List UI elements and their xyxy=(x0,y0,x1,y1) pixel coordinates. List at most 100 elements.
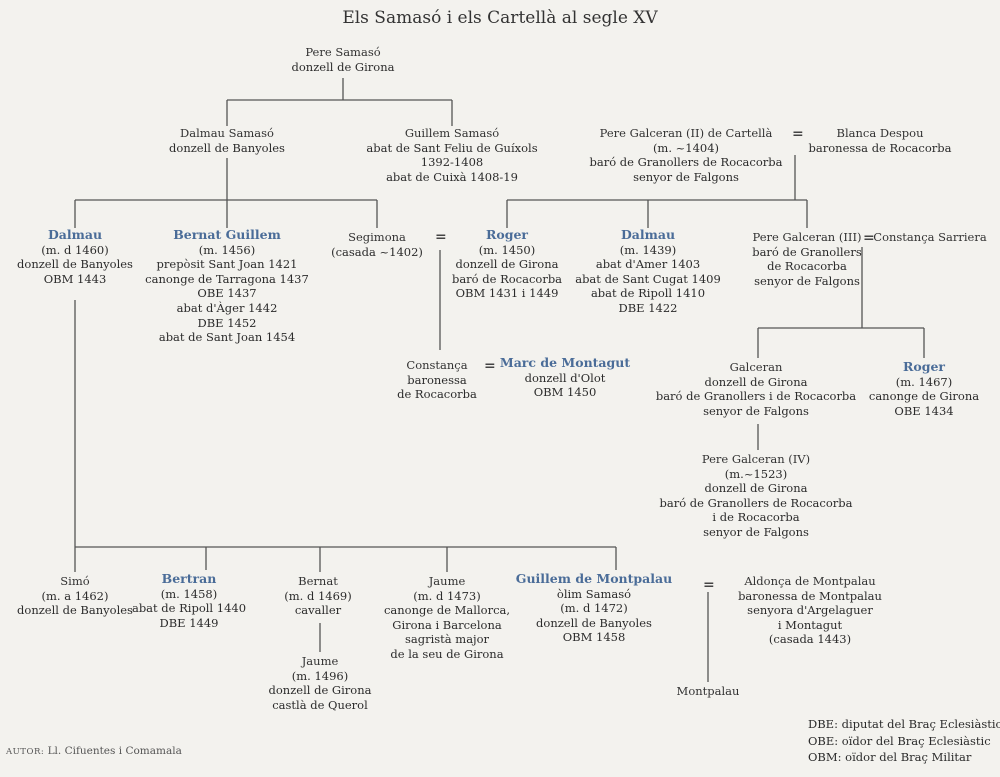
person-detail: baró de Granollers xyxy=(752,244,862,259)
person-detail: (m. 1450) xyxy=(478,242,536,257)
person-detail: canonge de Mallorca, xyxy=(383,603,511,618)
person-detail: senyora d'Argelaguer xyxy=(747,603,873,618)
person-detail: senyor de Falgons xyxy=(703,403,809,418)
person-name: Pere Galceran (II) de Cartellà xyxy=(599,126,773,140)
author-label: AUTOR: xyxy=(6,747,45,757)
person-detail: donzell de Banyoles xyxy=(169,140,285,155)
person-detail: (m. a 1462) xyxy=(41,588,109,603)
marriage-symbol: = xyxy=(484,358,496,374)
person-detail: de la seu de Girona xyxy=(390,646,504,661)
person-detail: senyor de Falgons xyxy=(703,524,809,539)
person-detail: de Rocacorba xyxy=(767,259,847,274)
person-name: Pere Galceran (IV) xyxy=(701,452,811,466)
person-detail: (m. 1467) xyxy=(895,374,953,389)
person-detail: baronessa xyxy=(407,372,467,387)
person-detail: Girona i Barcelona xyxy=(392,617,502,632)
person-name: Bertran xyxy=(161,571,217,586)
person-detail: donzell de Girona xyxy=(455,257,559,272)
marriage-symbol: = xyxy=(703,577,715,593)
person-detail: donzell de Girona xyxy=(704,374,808,389)
person-detail: OBM 1431 i 1449 xyxy=(455,286,559,301)
person-detail: abat de Cuixà 1408-19 xyxy=(386,169,518,184)
person-pere-galceran-ii: Pere Galceran (II) de Cartellà(m. ~1404)… xyxy=(590,126,783,184)
person-detail: 1392-1408 xyxy=(420,155,484,170)
person-detail: baró de Granollers de Rocacorba xyxy=(659,495,853,510)
person-name: Dalmau Samasó xyxy=(180,126,274,140)
person-detail: OBM 1450 xyxy=(533,385,597,400)
person-pere-galceran-iv: Pere Galceran (IV)(m.~1523)donzell de Gi… xyxy=(660,452,853,540)
legend-line: DBE: diputat del Braç Eclesiàstic xyxy=(808,717,1000,731)
person-detail: donzell de Girona xyxy=(704,481,808,496)
person-name: Roger xyxy=(902,359,946,374)
person-detail: (casada 1443) xyxy=(768,632,852,647)
person-detail: abat d'Amer 1403 xyxy=(595,257,701,272)
person-detail: baró de Granollers i de Rocacorba xyxy=(655,389,857,404)
person-detail: baronessa de Montpalau xyxy=(738,588,882,603)
person-detail: canonge de Girona xyxy=(868,389,980,404)
person-detail: abat de Ripoll 1440 xyxy=(131,601,247,616)
page-title: Els Samasó i els Cartellà al segle XV xyxy=(342,8,658,28)
person-name: Constança Sarriera xyxy=(873,230,987,244)
person-name: Dalmau xyxy=(47,227,103,242)
legend-line: OBE: oïdor del Braç Eclesiàstic xyxy=(808,733,991,748)
person-detail: senyor de Falgons xyxy=(754,273,860,288)
person-name: Roger xyxy=(485,227,529,242)
person-detail: OBE 1434 xyxy=(894,403,954,418)
person-detail: donzell de Banyoles xyxy=(17,257,133,272)
person-detail: donzell de Girona xyxy=(291,59,395,74)
person-detail: (m.~1523) xyxy=(724,466,788,481)
person-detail: (m. d 1472) xyxy=(560,601,628,616)
person-constanca-sarriera: Constança Sarriera xyxy=(873,230,986,245)
person-bernat-guillem: Bernat Guillem(m. 1456)prepòsit Sant Joa… xyxy=(145,227,309,345)
legend-line: OBM: oïdor del Braç Militar xyxy=(808,750,972,764)
person-detail: i Montagut xyxy=(777,617,843,632)
person-name: Segimona xyxy=(348,230,406,244)
person-simo: Simó(m. a 1462)donzell de Banyoles xyxy=(17,574,133,618)
person-detail: baronessa de Rocacorba xyxy=(808,140,952,155)
person-detail: castlà de Querol xyxy=(272,697,368,712)
person-detail: abat de Sant Cugat 1409 xyxy=(575,271,721,286)
person-detail: sagristà major xyxy=(404,632,490,647)
person-montpalau: Montpalau xyxy=(677,684,740,699)
person-detail: de Rocacorba xyxy=(397,387,477,402)
person-detail: òlim Samasó xyxy=(556,586,632,601)
person-detail: abat d'Àger 1442 xyxy=(176,300,278,315)
person-detail: baró de Rocacorba xyxy=(451,271,563,286)
person-name: Dalmau xyxy=(620,227,676,242)
person-name: Montpalau xyxy=(676,684,740,698)
person-detail: (m. d 1469) xyxy=(284,588,352,603)
marriage-symbol: = xyxy=(792,126,804,142)
author-name: Ll. Cifuentes i Comamala xyxy=(47,745,182,757)
person-detail: (m. 1458) xyxy=(160,586,218,601)
person-name: Aldonça de Montpalau xyxy=(744,574,876,588)
person-detail: OBM 1458 xyxy=(562,630,626,645)
person-detail: (m. 1456) xyxy=(198,242,256,257)
marriage-symbol: = xyxy=(863,230,875,246)
person-name: Jaume xyxy=(301,654,339,668)
person-name: Constança xyxy=(406,358,468,372)
person-detail: i de Rocacorba xyxy=(712,510,800,525)
person-jaume-1473: Jaume(m. d 1473)canonge de Mallorca,Giro… xyxy=(384,574,510,662)
person-name: Galceran xyxy=(729,360,783,374)
person-name: Pere Galceran (III) xyxy=(752,230,862,244)
person-detail: DBE 1422 xyxy=(618,300,678,315)
person-name: Simó xyxy=(60,574,90,588)
person-detail: senyor de Falgons xyxy=(633,169,739,184)
person-detail: abat de Sant Feliu de Guíxols xyxy=(366,140,538,155)
person-detail: cavaller xyxy=(294,603,342,618)
